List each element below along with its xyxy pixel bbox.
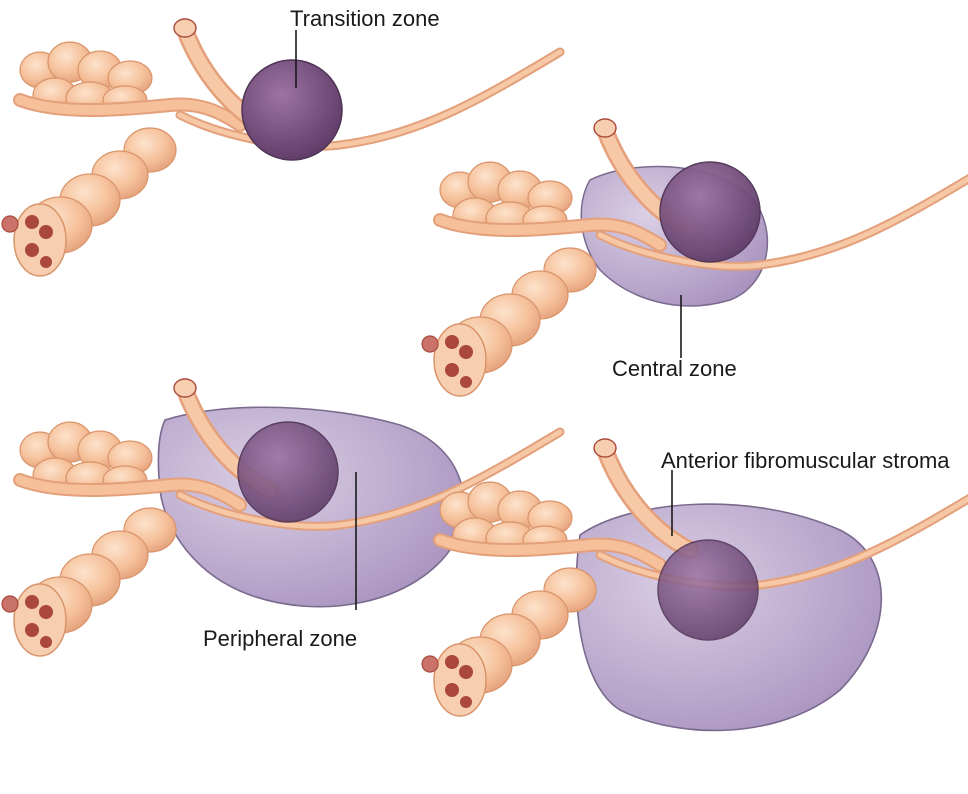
transition-zone-label: Transition zone	[290, 6, 440, 31]
peripheral-zone-label: Peripheral zone	[203, 626, 357, 651]
panel-central-zone	[422, 119, 968, 396]
panel-anterior-stroma	[422, 439, 968, 730]
anterior-stroma-label: Anterior fibromuscular stroma	[661, 448, 950, 473]
central-zone-label: Central zone	[612, 356, 737, 381]
panel-transition-zone: Transition zone	[2, 6, 560, 276]
transition-zone-shape	[242, 60, 342, 160]
